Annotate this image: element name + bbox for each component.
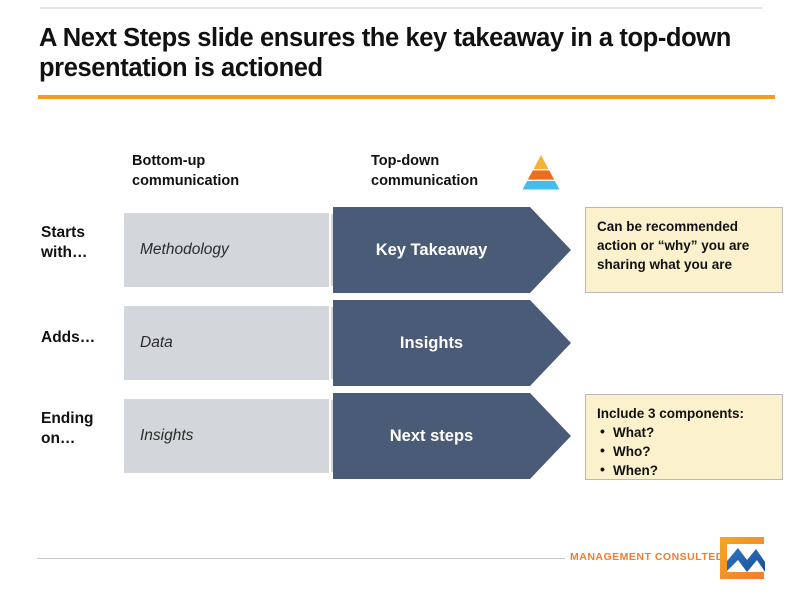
callout-box-1: Can be recommended action or “why” you a…	[585, 207, 783, 293]
top-down-label-3: Next steps	[389, 426, 474, 445]
top-down-chevron-2: Insights	[333, 300, 571, 386]
row-label-1: Starts with…	[41, 224, 88, 262]
callout-heading-3: Include 3 components:	[597, 406, 745, 421]
callout-text-1: Can be recommended action or “why” you a…	[597, 219, 750, 273]
list-item: What?	[597, 422, 772, 442]
diagram-row-2: Adds… Data Insights	[0, 300, 800, 386]
top-divider	[40, 7, 762, 9]
column-header-bottom-up: Bottom-up communication	[132, 153, 240, 189]
callout-box-3: Include 3 components: What? Who? When?	[585, 394, 783, 480]
diagram-row-1: Starts with… Methodology Key Takeaway	[0, 207, 800, 293]
top-down-chevron-3: Next steps	[333, 393, 571, 479]
bottom-up-label-2: Data	[140, 334, 173, 351]
page-title: A Next Steps slide ensures the key takea…	[39, 24, 731, 82]
diagram-row-3: Ending on… Insights Next steps	[0, 393, 800, 479]
column-header-top-down: Top-down communication	[371, 153, 479, 189]
management-consulted-logo	[712, 531, 772, 585]
title-underline-accent	[38, 95, 775, 99]
bottom-up-label-3: Insights	[140, 427, 194, 444]
row-label-3: Ending on…	[41, 410, 94, 448]
callout-list-3: What? Who? When?	[597, 422, 772, 480]
top-down-label-1: Key Takeaway	[375, 240, 488, 259]
row-label-2: Adds…	[41, 329, 96, 346]
list-item: Who?	[597, 441, 772, 461]
footer-brand-text: MANAGEMENT CONSULTED	[570, 551, 724, 563]
footer-divider	[37, 558, 565, 559]
top-down-label-2: Insights	[399, 333, 464, 352]
pyramid-icon	[519, 152, 563, 192]
bottom-up-label-1: Methodology	[140, 241, 229, 258]
top-down-chevron-1: Key Takeaway	[333, 207, 571, 293]
list-item: When?	[597, 460, 772, 480]
